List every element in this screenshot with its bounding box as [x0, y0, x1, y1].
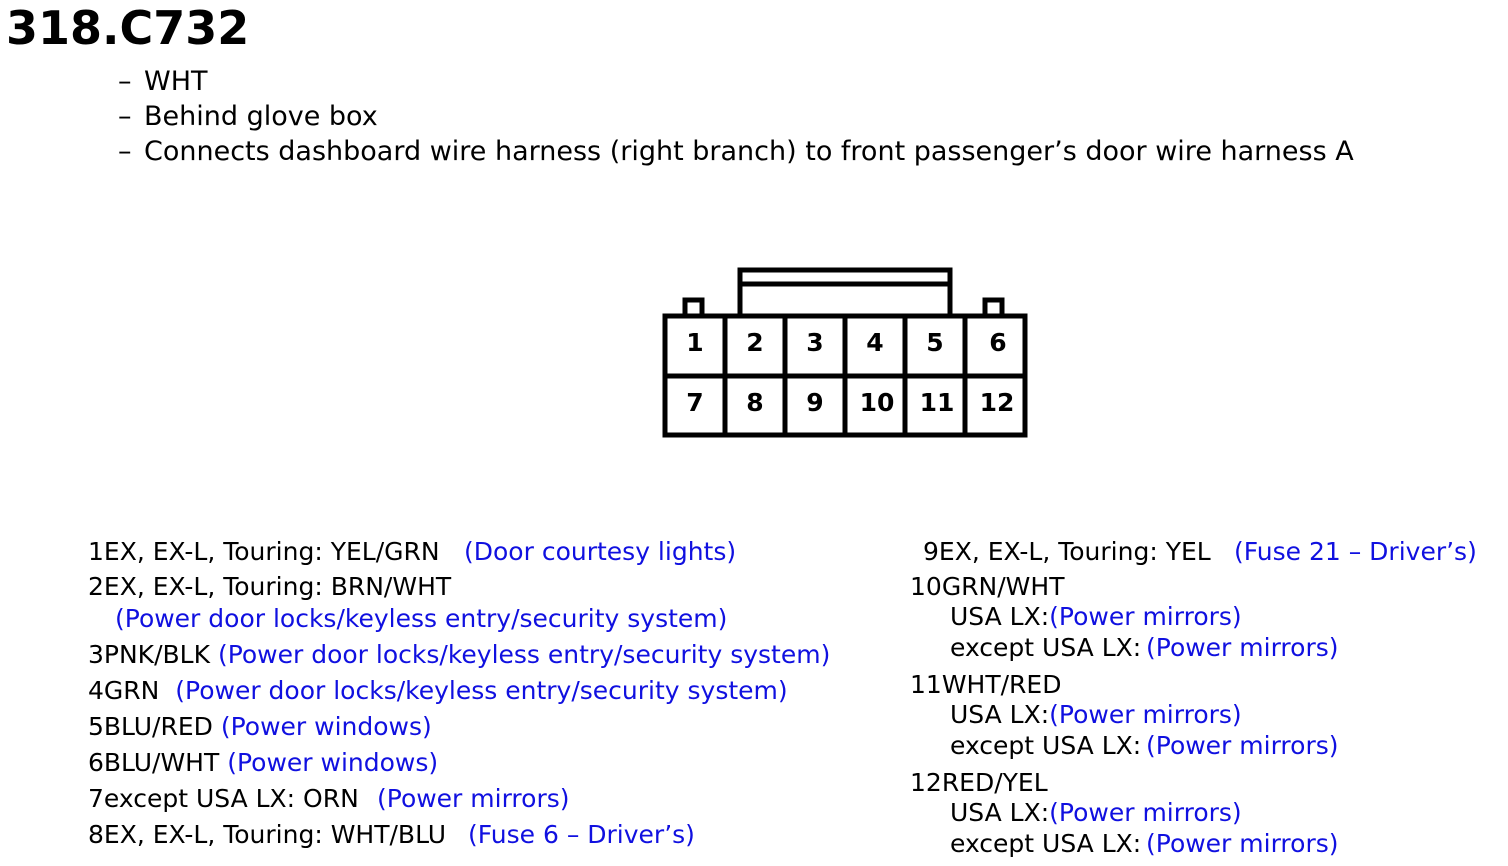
- pin-9-label: 9: [806, 388, 823, 417]
- pin-7-label: 7: [686, 388, 703, 417]
- pin-8-label: 8: [746, 388, 763, 417]
- pin-9-link[interactable]: (Fuse 21 – Driver’s): [1234, 537, 1477, 566]
- pin-row-11: 11WHT/RED: [910, 670, 1062, 699]
- pin-row-2: 2EX, EX-L, Touring: BRN/WHT: [88, 572, 452, 601]
- pin-12-label: 12: [980, 388, 1015, 417]
- pin-3-link[interactable]: (Power door locks/keyless entry/security…: [217, 640, 831, 669]
- pin-row-7: 7except USA LX: ORN(Power mirrors): [88, 781, 830, 817]
- connector-lock-tab: [737, 267, 953, 319]
- pin-2-label: 2: [746, 328, 763, 357]
- pin-row-9: 9EX, EX-L, Touring: YEL(Fuse 21 – Driver…: [910, 534, 1477, 569]
- pin-row-3: 3PNK/BLK (Power door locks/keyless entry…: [88, 640, 831, 669]
- pin-6-link[interactable]: (Power windows): [227, 748, 439, 777]
- pin-3-label: 3: [806, 328, 823, 357]
- detail-color: –WHT: [118, 66, 208, 97]
- pin-2-link[interactable]: (Power door locks/keyless entry/security…: [115, 604, 728, 633]
- connector-title: 318.C732: [6, 1, 250, 55]
- pin-4-link[interactable]: (Power door locks/keyless entry/security…: [175, 676, 788, 705]
- bullet: –: [118, 101, 132, 132]
- pin-12-variant-except-usa-lx: except USA LX:(Power mirrors): [950, 829, 1339, 858]
- pin-6-label: 6: [989, 328, 1006, 357]
- bullet: –: [118, 66, 132, 97]
- pin-row-1: 1EX, EX-L, Touring: YEL/GRN(Door courtes…: [88, 534, 830, 569]
- pin-12-usa-lx-link[interactable]: (Power mirrors): [1049, 798, 1242, 827]
- detail-location: –Behind glove box: [118, 101, 378, 132]
- connector-cell-dividers: [722, 316, 968, 435]
- pin-row-5: 5BLU/RED (Power windows): [88, 712, 432, 741]
- pin-1-link[interactable]: (Door courtesy lights): [464, 537, 737, 566]
- pin-10-usa-lx-link[interactable]: (Power mirrors): [1049, 602, 1242, 631]
- pin-7-link[interactable]: (Power mirrors): [377, 784, 570, 813]
- pin-list-left: 1EX, EX-L, Touring: YEL/GRN(Door courtes…: [88, 534, 830, 853]
- pin-row-6: 6BLU/WHT (Power windows): [88, 748, 439, 777]
- pin-row-12: 12RED/YEL: [910, 768, 1048, 797]
- connector-right-nub: [982, 297, 1005, 316]
- pin-row-8: 8EX, EX-L, Touring: WHT/BLU(Fuse 6 – Dri…: [88, 817, 830, 853]
- pin-row-4: 4GRN (Power door locks/keyless entry/sec…: [88, 676, 788, 705]
- pin-5-label: 5: [926, 328, 943, 357]
- pin-10-except-usa-lx-link[interactable]: (Power mirrors): [1146, 633, 1339, 662]
- pin-4-label: 4: [866, 328, 883, 357]
- pin-10-variant-except-usa-lx: except USA LX:(Power mirrors): [950, 633, 1339, 662]
- pin-11-label: 11: [920, 388, 955, 417]
- pin-8-link[interactable]: (Fuse 6 – Driver’s): [468, 820, 695, 849]
- pin-row-10: 10GRN/WHT: [910, 572, 1065, 601]
- bullet: –: [118, 136, 132, 167]
- pin-11-variant-usa-lx: USA LX:(Power mirrors): [950, 700, 1242, 729]
- pin-1-label: 1: [686, 328, 703, 357]
- pin-11-except-usa-lx-link[interactable]: (Power mirrors): [1146, 731, 1339, 760]
- pin-5-link[interactable]: (Power windows): [220, 712, 432, 741]
- pin-12-except-usa-lx-link[interactable]: (Power mirrors): [1146, 829, 1339, 858]
- pin-10-variant-usa-lx: USA LX:(Power mirrors): [950, 602, 1242, 631]
- pin-list-right: 9EX, EX-L, Touring: YEL(Fuse 21 – Driver…: [910, 534, 1477, 859]
- pin-11-variant-except-usa-lx: except USA LX:(Power mirrors): [950, 731, 1339, 760]
- pin-row-2-link: (Power door locks/keyless entry/security…: [88, 601, 830, 637]
- pin-12-variant-usa-lx: USA LX:(Power mirrors): [950, 798, 1242, 827]
- detail-connection: –Connects dashboard wire harness (right …: [118, 136, 1354, 167]
- pin-11-usa-lx-link[interactable]: (Power mirrors): [1049, 700, 1242, 729]
- pin-10-label: 10: [860, 388, 895, 417]
- connector-left-nub: [682, 297, 705, 316]
- connector-diagram: 1 2 3 4 5 6 7 8 9 10 11 12: [662, 267, 1028, 438]
- connector-details: –WHT –Behind glove box –Connects dashboa…: [118, 64, 1354, 169]
